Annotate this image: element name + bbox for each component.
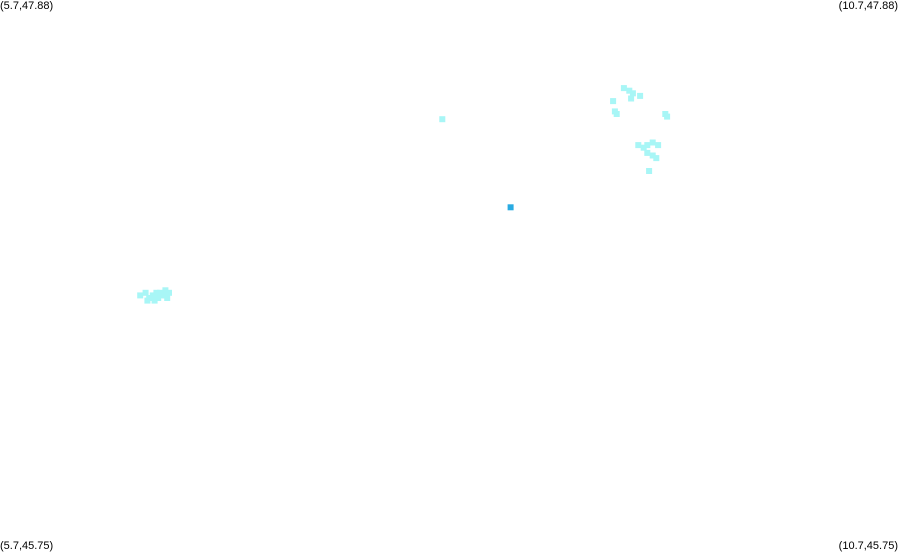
map-point bbox=[162, 287, 169, 294]
map-point bbox=[653, 155, 660, 162]
map-point bbox=[649, 139, 656, 146]
map-point bbox=[144, 297, 151, 304]
corner-label-bottom-left: (5.7,45.75) bbox=[0, 540, 54, 552]
map-point bbox=[151, 297, 158, 304]
map-point bbox=[640, 144, 647, 151]
map-point bbox=[137, 292, 144, 299]
map-point bbox=[142, 289, 149, 296]
map-point bbox=[637, 92, 644, 99]
map-point bbox=[620, 85, 627, 92]
map-point bbox=[649, 152, 656, 159]
corner-label-top-left: (5.7,47.88) bbox=[0, 0, 54, 12]
map-point bbox=[635, 142, 642, 149]
corner-label-bottom-right: (10.7,45.75) bbox=[838, 540, 898, 552]
map-point bbox=[646, 168, 653, 174]
map-point bbox=[626, 87, 633, 94]
map-point bbox=[153, 289, 160, 296]
map-point bbox=[610, 98, 617, 105]
map-point bbox=[166, 289, 172, 296]
map-point bbox=[629, 90, 636, 97]
map-point bbox=[149, 292, 156, 299]
map-point bbox=[644, 142, 651, 149]
map-point bbox=[157, 289, 163, 296]
map-point bbox=[155, 295, 162, 301]
map-point bbox=[655, 142, 662, 149]
map-point bbox=[613, 111, 620, 117]
map-point bbox=[664, 113, 671, 120]
map-point bbox=[439, 116, 446, 123]
map-point bbox=[162, 292, 169, 299]
map-point bbox=[628, 95, 635, 102]
map-point-highlight bbox=[507, 204, 514, 211]
corner-label-top-right: (10.7,47.88) bbox=[838, 0, 898, 12]
map-point bbox=[644, 149, 651, 156]
